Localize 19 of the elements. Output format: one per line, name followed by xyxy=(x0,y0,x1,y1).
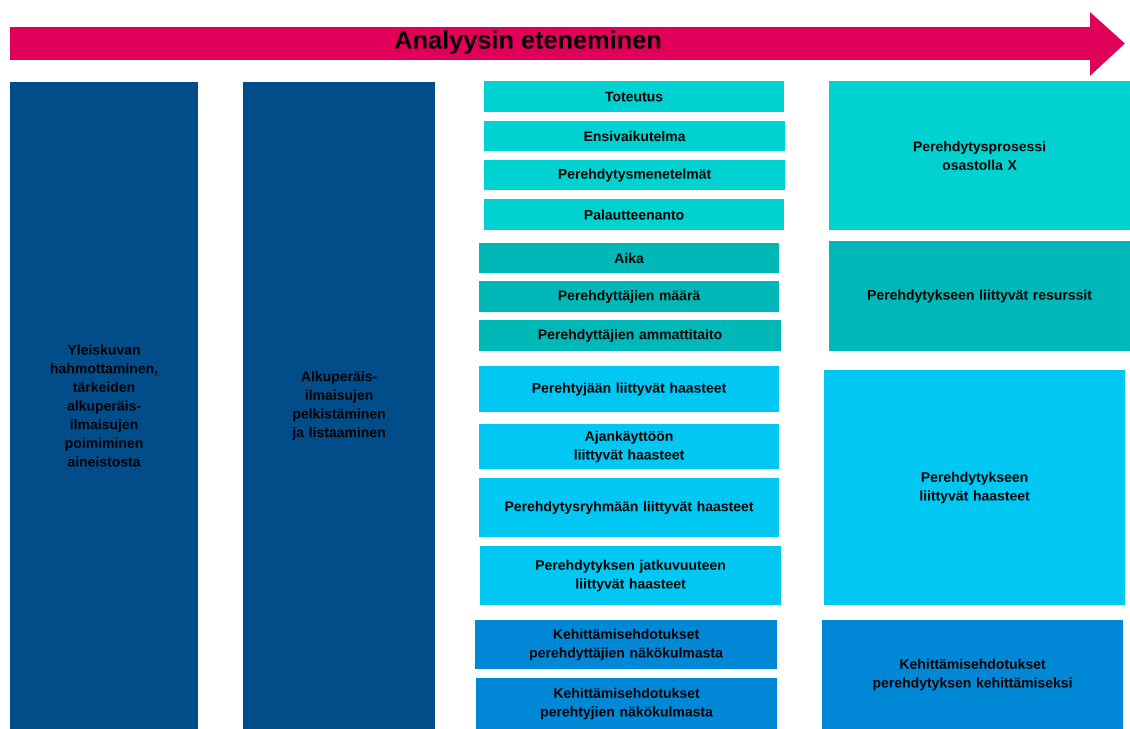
stage-column: Alkuperäis-ilmaisujen pelkistäminen ja listaaminen xyxy=(243,82,435,729)
category-box: Perehdytyksen jatkuvuuteen liittyvät haasteet xyxy=(480,546,781,605)
theme-box: Perehdytykseen liittyvät haasteet xyxy=(824,370,1125,605)
theme-box: Kehittämisehdotukset perehdytyksen kehittämiseksi xyxy=(822,620,1123,729)
category-box: Palautteenanto xyxy=(484,199,784,230)
category-box: Perehdyttäjien määrä xyxy=(479,281,779,312)
category-box: Perehtyjään liittyvät haasteet xyxy=(479,366,779,412)
category-box: Perehdytysmenetelmät xyxy=(484,160,785,190)
category-box: Ensivaikutelma xyxy=(484,121,785,151)
theme-box: Perehdytykseen liittyvät resurssit xyxy=(829,241,1130,351)
category-box: Aika xyxy=(479,243,779,273)
category-box: Perehdytysryhmään liittyvät haasteet xyxy=(479,478,779,537)
category-box: Toteutus xyxy=(484,81,784,112)
category-box: Kehittämisehdotukset perehtyjien näkökulmasta xyxy=(476,678,777,729)
category-box: Perehdyttäjien ammattitaito xyxy=(479,320,781,351)
theme-box: Perehdytysprosessi osastolla X xyxy=(829,81,1130,230)
stage-column: Yleiskuvan hahmottaminen, tärkeiden alkuperäis-ilmaisujen poimiminen aineistosta xyxy=(10,82,198,729)
category-box: Ajankäyttöön liittyvät haasteet xyxy=(479,424,779,469)
category-box: Kehittämisehdotukset perehdyttäjien näkökulmasta xyxy=(475,620,777,669)
